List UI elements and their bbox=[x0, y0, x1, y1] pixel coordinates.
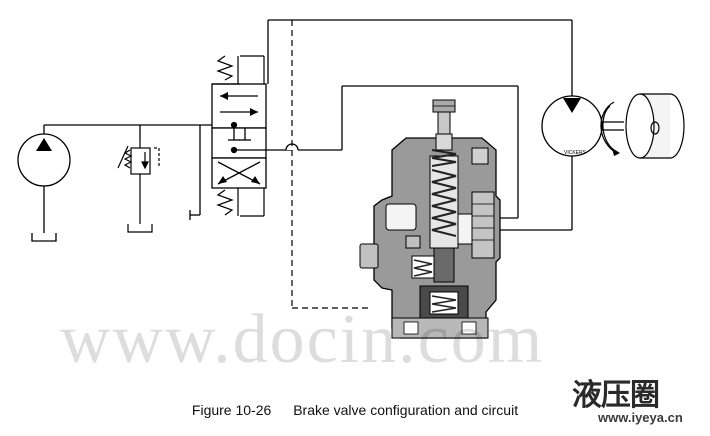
pump-tank-symbol bbox=[31, 233, 57, 242]
brake-valve-cutaway bbox=[359, 99, 501, 339]
motor-shaft-and-flywheel bbox=[600, 93, 685, 159]
valve-port-connections bbox=[189, 121, 299, 220]
site-logo: 液压圈 www.iyeya.cn bbox=[572, 370, 704, 430]
hydraulic-pump-symbol bbox=[17, 125, 71, 233]
motor-brand-label: VICKERS bbox=[564, 150, 587, 156]
supply-line-to-motor bbox=[267, 19, 573, 96]
figure-title: Brake valve configuration and circuit bbox=[293, 402, 519, 418]
pilot-line-dashed bbox=[291, 20, 372, 309]
pressure-line bbox=[44, 124, 234, 140]
watermark-text: www.docin.com bbox=[60, 301, 545, 378]
site-logo-url: www.iyeya.cn bbox=[598, 410, 683, 425]
directional-control-valve bbox=[211, 83, 267, 189]
return-line-from-brake-valve bbox=[298, 85, 519, 219]
hydraulic-motor-symbol: VICKERS bbox=[541, 95, 603, 157]
valve-spring-top bbox=[212, 55, 265, 85]
relief-valve-symbol bbox=[117, 140, 160, 233]
site-logo-chinese: 液压圈 bbox=[572, 378, 660, 413]
figure-number: Figure 10-26 bbox=[191, 402, 272, 418]
figure-caption: Figure 10-26 Brake valve configuration a… bbox=[0, 402, 710, 418]
motor-to-brake-valve-line bbox=[500, 156, 573, 231]
valve-spring-bottom bbox=[216, 188, 265, 217]
